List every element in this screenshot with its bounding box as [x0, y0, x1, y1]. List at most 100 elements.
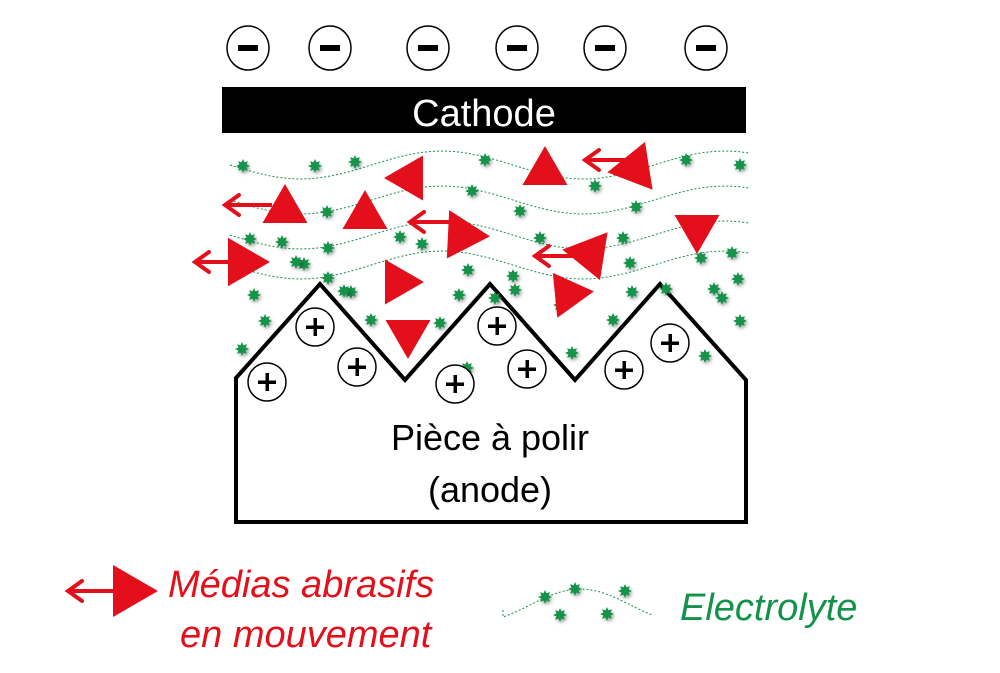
electrolyte-particle: [348, 155, 362, 169]
electron: [495, 25, 539, 71]
cation: [337, 347, 377, 387]
electrolyte-particle: [731, 272, 745, 286]
electrolyte-particle: [433, 316, 447, 330]
abrasive-media-icon: [64, 565, 158, 617]
cation: [604, 350, 644, 390]
electrolyte-particle: [538, 590, 552, 604]
cathode-electrons: [226, 25, 728, 71]
electron: [684, 25, 728, 71]
flow-line: [229, 150, 751, 180]
electrolyte-particle: [694, 251, 708, 265]
electrolyte-particle: [465, 184, 479, 198]
motion-arrow-icon: [64, 579, 120, 603]
electrolyte-particle: [533, 231, 547, 245]
electrolyte-particle: [565, 346, 579, 360]
electrolyte-particle: [606, 313, 620, 327]
electrolyte-particle: [733, 158, 747, 172]
electrolyte-particle: [616, 231, 630, 245]
abrasive-particle: [552, 272, 594, 318]
cation: [650, 323, 690, 363]
electrolyte-particle: [623, 256, 637, 270]
legend-abrasive-line2: en mouvement: [180, 614, 433, 656]
abrasive-particle: [385, 259, 424, 305]
electrolyte-particle: [508, 283, 522, 297]
electrolyte-particle: [236, 159, 250, 173]
electrolyte-particle: [707, 282, 721, 296]
flow-line: [502, 588, 654, 618]
electrolyte-particle: [461, 263, 475, 277]
electrolyte-particles: [235, 153, 747, 375]
electrolyte-particle: [321, 271, 335, 285]
cathode-label: Cathode: [412, 93, 556, 135]
cation: [247, 362, 287, 402]
motion-arrow-icon: [581, 148, 625, 172]
electrolyte-particle: [679, 153, 693, 167]
cation: [295, 307, 335, 347]
electrolyte-particle: [698, 349, 712, 363]
electrolyte-particle: [733, 314, 747, 328]
abrasive-particle: [113, 565, 158, 617]
abrasive-media: [191, 141, 720, 359]
electrolyte-particle: [258, 314, 272, 328]
anode-label-line1: Pièce à polir: [391, 417, 589, 458]
electrolyte-particle: [588, 179, 602, 193]
abrasive-particle: [522, 146, 568, 185]
electrolyte-particle: [629, 200, 643, 214]
motion-arrow-icon: [221, 193, 272, 217]
electrolyte-particle: [289, 255, 303, 269]
electrolyte-particle: [364, 313, 378, 327]
legend-electrolyte: Electrolyte: [502, 582, 857, 629]
electrolyte-particle: [297, 257, 311, 271]
flow-line: [229, 185, 751, 215]
electron: [583, 25, 627, 71]
motion-arrow-icon: [406, 210, 455, 234]
electrolyte-particle: [235, 342, 249, 356]
electrolyte-particle: [415, 237, 429, 251]
abrasive-particle: [446, 210, 490, 259]
electrolyte-particle: [513, 204, 527, 218]
electrolyte-particle: [715, 291, 729, 305]
electrolyte-particle: [625, 285, 639, 299]
electrolyte-particle: [320, 205, 334, 219]
electrolyte-particle: [452, 288, 466, 302]
electrolyte-particle: [321, 241, 335, 255]
electrolyte-particle: [275, 235, 289, 249]
electron: [308, 25, 352, 71]
electrolyte-particle: [618, 584, 632, 598]
abrasive-particle: [562, 232, 608, 281]
legend-electrolyte-label: Electrolyte: [680, 587, 857, 629]
legend-abrasive-line1: Médias abrasifs: [168, 564, 434, 606]
electrolyte-flow-lines: [229, 150, 751, 280]
electrolyte-particle: [659, 282, 673, 296]
anode-label-line2: (anode): [428, 469, 552, 510]
electrolyte-particle: [488, 291, 502, 305]
electrolyte-particle: [725, 246, 739, 260]
abrasive-particle: [385, 320, 431, 359]
legend-abrasive: Médias abrasifs en mouvement: [64, 564, 434, 656]
cation: [507, 349, 547, 389]
abrasive-particle: [384, 155, 423, 201]
abrasive-particle: [342, 190, 388, 229]
electrolyte-particle: [568, 582, 582, 596]
cation: [477, 306, 517, 346]
electrolyte-particle: [243, 232, 257, 246]
electrolyte-particle: [600, 607, 614, 621]
abrasive-particle: [607, 141, 653, 190]
electrolyte-particle: [506, 269, 520, 283]
abrasive-particle: [674, 215, 720, 254]
electrolyte-particle: [337, 284, 351, 298]
cathode-bar: [222, 87, 746, 133]
electrolyte-icon: [502, 582, 654, 622]
electrolyte-particle: [393, 230, 407, 244]
cation: [435, 364, 475, 404]
electrolyte-particle: [308, 159, 322, 173]
flow-line: [229, 250, 751, 280]
abrasive-particle: [228, 237, 270, 287]
anode-workpiece: [234, 280, 748, 524]
electron: [406, 25, 450, 71]
anode-cations: [247, 306, 690, 404]
electrolyte-particle: [553, 608, 567, 622]
electrolyte-particle: [478, 153, 492, 167]
flow-line: [229, 220, 751, 250]
